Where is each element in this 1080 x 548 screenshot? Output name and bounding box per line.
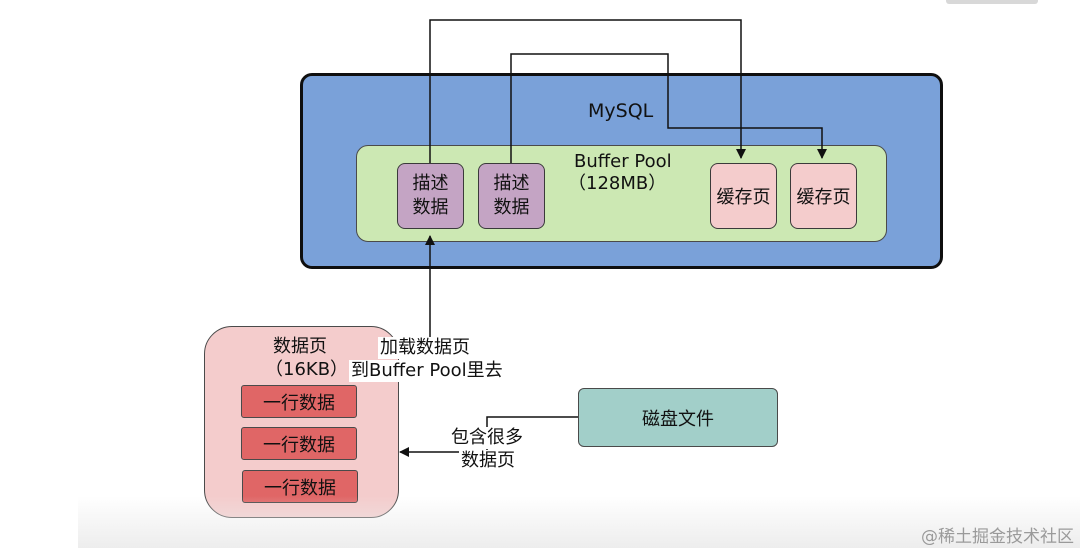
data-row-3-label: 一行数据 <box>264 477 336 499</box>
disk-file-label: 磁盘文件 <box>642 408 714 430</box>
data-page-title: 数据页 <box>273 336 327 357</box>
description-block-2: 描述 数据 <box>478 163 545 229</box>
contains-label-line1: 包含很多 <box>449 427 525 449</box>
connector-describe1-to-cache1 <box>429 19 746 163</box>
description-block-2-line2: 数据 <box>493 197 530 218</box>
watermark-text: @稀土掘金技术社区 <box>921 527 1074 547</box>
mysql-label: MySQL <box>588 100 654 122</box>
description-block-1: 描述 数据 <box>397 163 464 229</box>
load-label-line2: 到Buffer Pool里去 <box>349 360 505 382</box>
description-block-1-line1: 描述 <box>412 173 449 194</box>
data-row-2-label: 一行数据 <box>263 434 335 456</box>
data-page-size: （16KB） <box>265 359 349 380</box>
cache-page-2-label: 缓存页 <box>796 187 851 208</box>
data-row-2: 一行数据 <box>241 427 357 460</box>
buffer-pool-size: （128MB） <box>568 173 667 194</box>
description-block-1-line2: 数据 <box>412 197 449 218</box>
top-scrollbar-indicator <box>946 0 1038 4</box>
buffer-pool-label: Buffer Pool <box>574 151 672 172</box>
cache-page-1-label: 缓存页 <box>716 187 771 208</box>
data-row-1-label: 一行数据 <box>263 392 335 414</box>
connector-describe2-to-cache2 <box>510 53 827 163</box>
cache-page-1: 缓存页 <box>710 163 777 229</box>
cache-page-2: 缓存页 <box>790 163 857 229</box>
load-label-line1: 加载数据页 <box>378 337 472 359</box>
data-row-1: 一行数据 <box>241 385 357 418</box>
footer-fade <box>78 496 1080 548</box>
disk-file-box: 磁盘文件 <box>578 388 778 447</box>
contains-label-line2: 数据页 <box>459 450 517 472</box>
description-block-2-line1: 描述 <box>493 173 530 194</box>
